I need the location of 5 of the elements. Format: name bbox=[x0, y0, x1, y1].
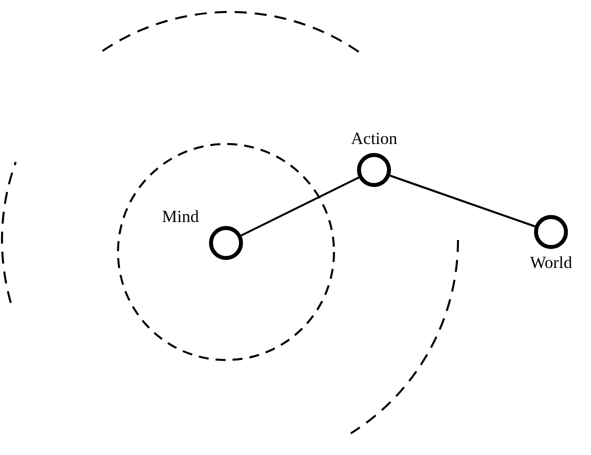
node-label: World bbox=[530, 254, 572, 271]
connector-line bbox=[240, 176, 360, 236]
connector-line bbox=[390, 174, 536, 228]
node-label: Action bbox=[351, 130, 398, 147]
node-label: Mind bbox=[162, 208, 199, 225]
